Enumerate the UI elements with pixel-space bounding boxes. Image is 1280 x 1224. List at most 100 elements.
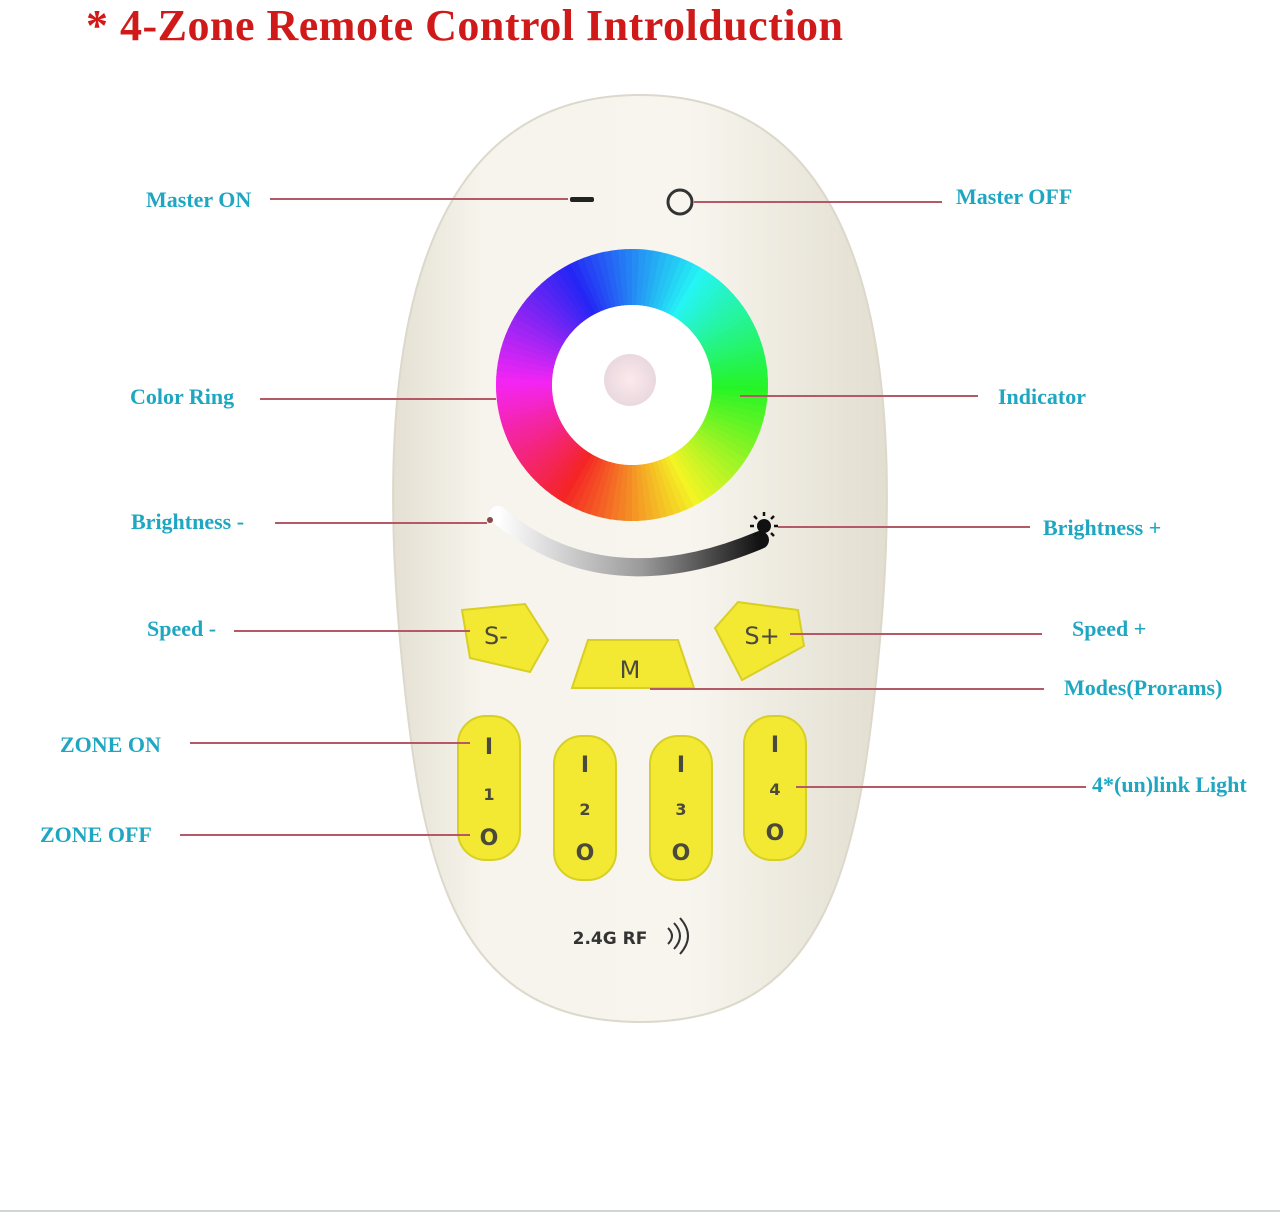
color-ring-segment [534,440,579,487]
color-ring-segment [505,328,560,357]
color-ring-segment [703,323,757,354]
label-master-on: Master ON [146,187,252,212]
color-ring-segment [507,416,561,447]
color-ring-segment [502,408,558,434]
color-ring-segment [557,266,593,318]
color-ring-segment [668,263,702,317]
color-ring-segment [708,342,764,366]
color-ring-segment [540,278,583,326]
mode-text: M [620,656,641,684]
zone-button-2[interactable]: I 2 O [553,735,617,881]
label-master-off: Master OFF [956,184,1073,209]
color-ring-segment [707,405,764,429]
color-ring-segment [655,459,681,515]
zone-off-symbol: O [576,841,595,866]
color-ring-segment [647,462,668,519]
color-ring-segment [709,401,766,422]
label-brightness-plus: Brightness + [1043,515,1162,540]
color-ring-segment [568,455,600,510]
color-ring-segment [639,464,654,521]
color-ring-segment [525,434,573,477]
color-ring-segment [564,263,597,316]
color-ring-segment [570,260,601,314]
color-ring-segment [636,249,648,306]
color-ring-segment [576,257,605,312]
label-modes: Modes(Prorams) [1064,675,1223,700]
color-ring-segment [709,349,766,370]
rf-label: 2.4G RF [573,929,648,949]
leader-speed-plus [790,633,1042,635]
color-ring-segment [702,417,757,449]
color-ring-segment [575,457,604,512]
color-ring-segment [691,293,739,336]
color-ring-segment [690,435,738,478]
color-ring-segment [699,310,751,346]
speed-plus-button[interactable] [713,600,806,682]
color-ring-segment [530,287,577,332]
zone-button-3[interactable]: I 3 O [649,735,713,881]
color-ring-segment [514,309,566,345]
label-zone-on: ZONE ON [60,732,161,757]
leader-master-off [694,201,942,203]
zone-off-symbol: O [480,826,499,851]
color-ring-segment [502,334,558,361]
master-off-button[interactable] [666,188,694,216]
color-ring-segment [497,355,554,373]
color-ring-segment [545,446,585,496]
zone-button-4[interactable]: I 4 O [743,715,807,861]
color-ring-segment [609,463,624,521]
color-ring-segment [498,400,555,421]
leader-zone-on [190,742,470,744]
zone-on-symbol: I [485,735,493,760]
zone-on-symbol: I [771,733,779,758]
leader-modes [650,688,1044,690]
color-ring-segment [640,249,655,307]
master-on-button[interactable] [570,197,594,202]
color-ring-segment [510,420,563,453]
leader-indicator [740,395,978,397]
color-ring-segment [679,274,719,324]
zone-number: 4 [769,780,780,799]
color-ring-segment [675,270,714,321]
color-ring-segment [710,356,767,374]
color-ring-segment [495,383,553,393]
color-ring-segment [696,428,747,467]
color-ring-segment [529,437,576,482]
color-ring-segment [517,427,568,465]
color-ring-segment [496,369,553,381]
color-ring-segment [706,336,762,362]
color-ring-segment [643,463,661,520]
color-ring-segment [513,424,565,460]
color-ring-segment [672,267,708,319]
color-ring-segment [681,444,724,492]
color-ring-segment [526,292,574,335]
label-indicator: Indicator [998,384,1086,409]
speed-minus-button[interactable] [460,602,550,674]
color-ring-segment [589,253,613,309]
color-ring-segment [705,329,760,358]
color-ring-segment [595,462,616,519]
color-ring-segment [500,404,556,428]
color-ring-segment [624,249,634,306]
color-ring-segment [694,299,743,339]
color-ring-segment [583,255,609,311]
zone-number: 1 [483,785,494,804]
color-ring-segment [660,258,689,313]
zone-on-symbol: I [581,753,589,778]
color-ring-segment [710,393,768,408]
color-ring-segment [507,321,562,353]
color-ring-segment [651,461,675,517]
color-ring-segment [500,341,557,365]
color-ring-segment [550,449,589,500]
color-ring[interactable] [495,249,768,521]
color-ring-segment [704,413,759,442]
label-speed-minus: Speed - [147,616,217,641]
wireless-signal-icon [667,917,689,955]
brightness-slider[interactable] [489,506,769,577]
zone-button-1[interactable]: I 1 O [457,715,521,861]
color-ring-segment [685,283,730,330]
color-ring-segment [552,270,590,321]
speed-minus-text: S- [484,622,508,650]
color-ring-segment [700,421,754,455]
